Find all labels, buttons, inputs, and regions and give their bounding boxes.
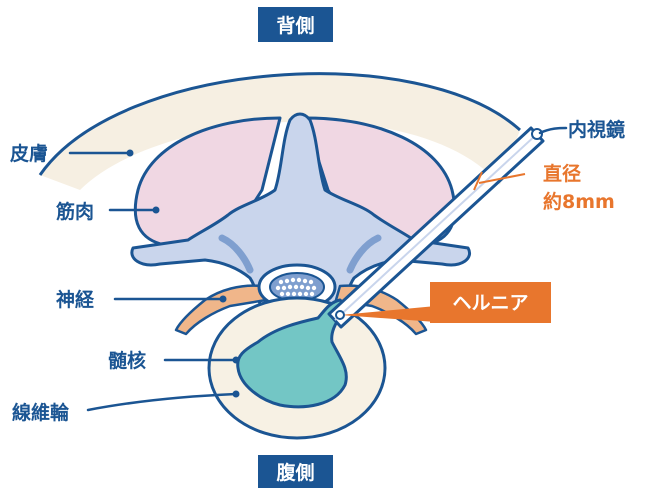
diameter-callout bbox=[473, 171, 526, 191]
skin-leader-dot bbox=[126, 149, 134, 157]
muscle-label: 筋肉 bbox=[56, 200, 94, 223]
leader-lines bbox=[68, 126, 568, 412]
diameter-label-line1: 直径 bbox=[543, 162, 581, 185]
nerve-leader-dot bbox=[219, 295, 227, 303]
hernia-callout bbox=[335, 282, 551, 323]
annulus-leader-dot bbox=[232, 390, 240, 398]
muscle-leader-dot bbox=[152, 206, 160, 214]
skin-layer bbox=[38, 72, 522, 190]
skin-label: 皮膚 bbox=[10, 142, 48, 165]
nucleus-label: 髄核 bbox=[108, 349, 146, 372]
endoscope bbox=[327, 126, 545, 329]
endoscope-leader bbox=[538, 126, 568, 135]
annulus-label: 線維輪 bbox=[12, 401, 70, 424]
diameter-label-line2: 約8mm bbox=[543, 190, 615, 213]
nucleus-leader-dot bbox=[232, 356, 240, 364]
ventral-label: 腹側 bbox=[275, 461, 314, 484]
nerve-label: 神経 bbox=[56, 288, 95, 311]
dorsal-badge: 背側 bbox=[258, 7, 333, 42]
dorsal-label: 背側 bbox=[276, 14, 314, 37]
intervertebral-disc bbox=[207, 296, 387, 440]
hernia-label: ヘルニア bbox=[452, 292, 528, 314]
ventral-badge: 腹側 bbox=[258, 455, 333, 488]
annulus-leader bbox=[86, 392, 238, 412]
endoscope-label: 内視鏡 bbox=[568, 118, 625, 141]
